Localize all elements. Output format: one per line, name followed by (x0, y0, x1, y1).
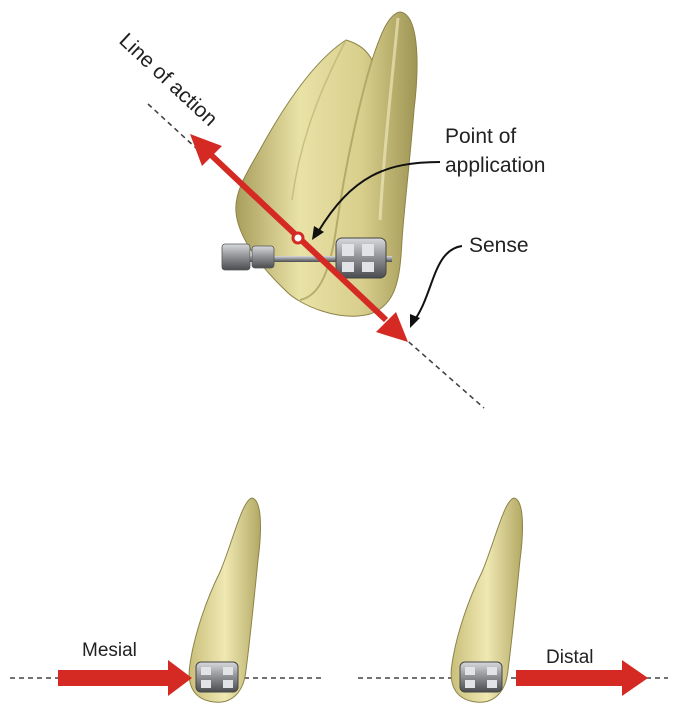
top-diagram: Line of action Point of application Sens… (115, 12, 546, 408)
distal-label: Distal (546, 647, 594, 668)
point-of-application-label-line1: Point of (445, 125, 516, 148)
orthodontic-bracket (196, 662, 238, 692)
mesial-force-arrow (58, 660, 192, 696)
distal-diagram: Distal (358, 498, 668, 702)
point-of-application-marker (293, 233, 303, 243)
mesial-label: Mesial (82, 640, 137, 661)
point-of-application-label-line2: application (445, 154, 545, 177)
sense-label: Sense (469, 234, 529, 257)
line-of-action-label: Line of action (115, 29, 222, 131)
sense-leader (416, 246, 462, 318)
mesial-diagram: Mesial (10, 498, 322, 702)
line-of-action-dashed-lower (402, 336, 484, 408)
orthodontic-bracket (460, 662, 502, 692)
tooth-illustration (236, 12, 417, 316)
